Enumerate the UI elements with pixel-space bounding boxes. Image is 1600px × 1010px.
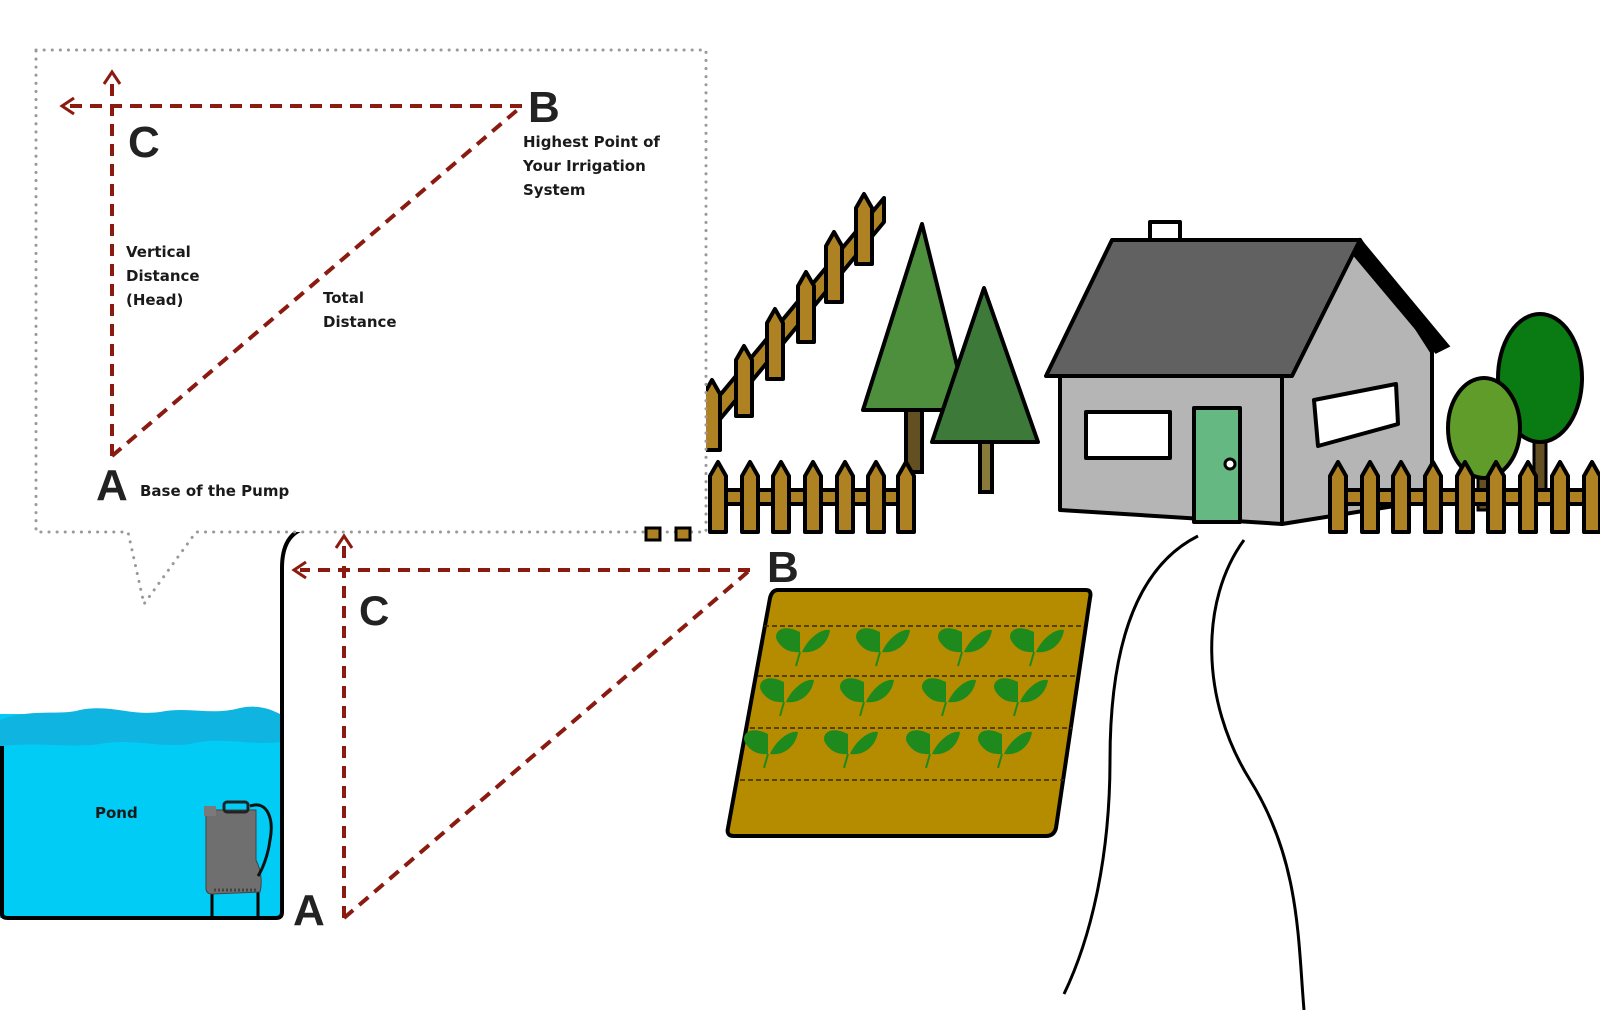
house-window-side: [1312, 382, 1400, 448]
callout-point-b: B: [528, 83, 560, 132]
scene-point-b: B: [767, 543, 799, 592]
arrow-up-icon: [102, 69, 122, 85]
scene-total-line: [342, 568, 752, 920]
callout-point-b-label: Highest Point of Your Irrigation System: [522, 133, 660, 199]
arrow-left-icon: [291, 560, 307, 580]
callout-measurement-lines: [59, 69, 524, 458]
door-knob: [1223, 457, 1237, 471]
label-line: Vertical: [126, 243, 191, 261]
scene-point-c: C: [359, 587, 389, 634]
callout-bubble: [34, 48, 708, 608]
pond-label: Pond: [95, 804, 138, 822]
pine-tree-small: [930, 286, 1040, 494]
callout-point-a-label: Base of the Pump: [140, 482, 289, 500]
scene-measurement-lines: [291, 533, 752, 920]
label-line: Distance: [323, 313, 397, 331]
scene-point-a: A: [293, 886, 325, 935]
diagonal-fence: [702, 192, 886, 452]
garden-bed: [725, 588, 1093, 838]
label-line: (Head): [126, 291, 183, 309]
label-line: Your Irrigation: [522, 157, 646, 175]
vertical-distance-label: Vertical Distance (Head): [126, 243, 200, 309]
label-line: Highest Point of: [523, 133, 660, 151]
callout-total-line: [110, 104, 524, 458]
submersible-pump-icon: [204, 800, 273, 918]
front-fence-left: [708, 460, 916, 534]
callout-point-c: C: [128, 118, 160, 167]
arrow-left-icon: [59, 96, 75, 116]
walking-path: [1062, 534, 1306, 1010]
house-window-front: [1084, 410, 1172, 460]
pine-tree-large: [861, 222, 970, 474]
front-fence-right: [1328, 460, 1600, 534]
label-line: System: [523, 181, 585, 199]
label-line: Distance: [126, 267, 200, 285]
total-distance-label: Total Distance: [323, 289, 397, 331]
arrow-up-icon: [334, 533, 354, 549]
house: [1044, 220, 1451, 526]
hose-pipe: [280, 526, 307, 740]
callout-point-a: A: [96, 461, 128, 510]
label-line: Total: [323, 289, 364, 307]
